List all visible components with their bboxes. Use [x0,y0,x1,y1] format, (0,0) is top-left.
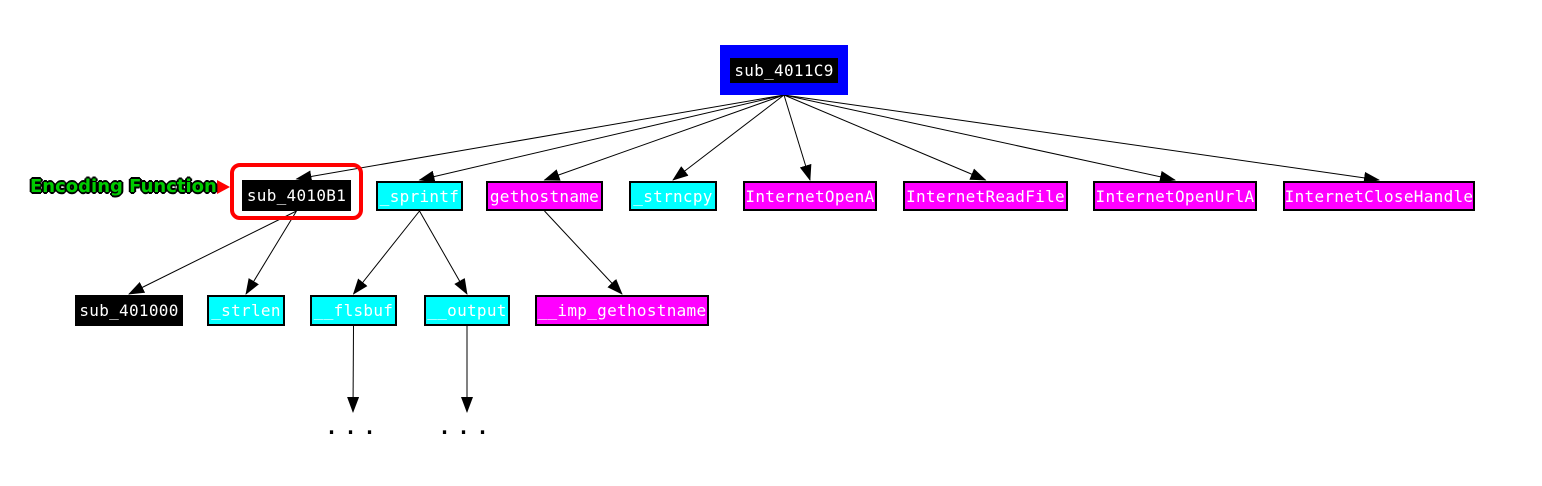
edge-__flsbuf-more [347,325,360,413]
node-__imp_gethostname[interactable]: __imp_gethostname [535,295,709,326]
edge-sub_4010B1-_strlen [245,210,297,295]
node-InternetOpenA[interactable]: InternetOpenA [743,181,877,211]
node-sub_4011C9[interactable]: sub_4011C9 [720,45,848,95]
node-_sprintf[interactable]: _sprintf [376,181,463,211]
node-label: InternetCloseHandle [1284,186,1474,206]
node-label: sub_4011C9 [730,57,838,83]
node-label: __imp_gethostname [537,301,707,320]
edge-group [128,94,1380,413]
node-label: _strncpy [633,186,713,206]
edge-sub_4011C9-InternetCloseHandle [783,94,1380,184]
edge-_sprintf-__flsbuf [352,210,420,295]
node-label: _sprintf [379,186,460,206]
edge-sub_4011C9-_strncpy [672,94,785,181]
node-_strlen[interactable]: _strlen [207,295,285,326]
annotation-label: Encoding Function [30,176,217,197]
edge-sub_4011C9-InternetOpenUrlA [783,94,1176,183]
node-label: sub_4010B1 [246,186,347,205]
edge-sub_4010B1-sub_401000 [128,210,297,295]
ellipsis-label: ... [325,415,383,439]
edge-gethostname-__imp_gethostname [544,210,623,295]
node-InternetOpenUrlA[interactable]: InternetOpenUrlA [1093,181,1257,211]
node-_strncpy[interactable]: _strncpy [629,181,717,211]
node-label: InternetOpenUrlA [1095,186,1255,206]
edge-sub_4011C9-sub_4010B1 [295,94,785,183]
edge-sub_4011C9-InternetReadFile [783,94,987,181]
node-label: InternetReadFile [906,186,1065,206]
node-__output[interactable]: __output [424,295,510,326]
ellipsis-label: ... [438,415,496,439]
node-label: __output [427,301,507,320]
node-label: _strlen [211,301,281,320]
edge-_sprintf-__output [419,210,468,295]
node-label: gethostname [489,186,600,206]
node-label: InternetOpenA [745,186,875,206]
node-sub_401000[interactable]: sub_401000 [75,295,183,326]
edge-sub_4011C9-_sprintf [418,94,785,183]
node-sub_4010B1[interactable]: sub_4010B1 [242,180,351,211]
edge-sub_4011C9-gethostname [543,94,785,181]
node-__flsbuf[interactable]: __flsbuf [310,295,397,326]
node-label: __flsbuf [313,301,394,320]
edge-sub_4011C9-InternetOpenA [783,94,812,181]
node-InternetReadFile[interactable]: InternetReadFile [903,181,1068,211]
node-InternetCloseHandle[interactable]: InternetCloseHandle [1283,181,1475,211]
node-gethostname[interactable]: gethostname [486,181,603,211]
node-label: sub_401000 [79,301,179,320]
